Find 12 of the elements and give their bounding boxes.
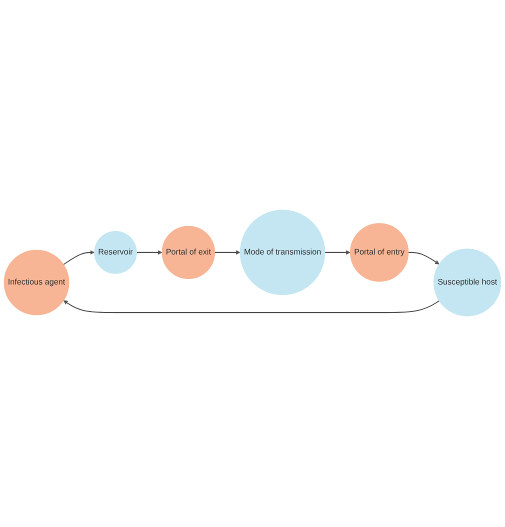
node-circle: Reservoir (94, 231, 137, 274)
node-circle: Infectious agent (4, 250, 70, 316)
arrow (408, 252, 440, 265)
arrow (136, 250, 162, 256)
node-circle: Susceptible host (434, 249, 502, 317)
arrow (324, 250, 350, 256)
node-circle: Portal of exit (162, 226, 216, 280)
node-circle: Portal of entry (350, 224, 409, 282)
arrow (63, 250, 95, 266)
arrow (214, 250, 240, 256)
arrow (63, 300, 440, 314)
node-circle: Mode of transmission (240, 210, 326, 296)
